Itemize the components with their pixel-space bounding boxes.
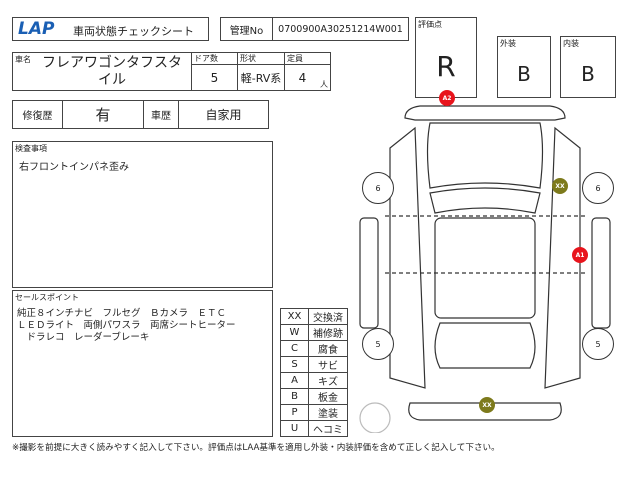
vehicle-box: 車名 フレアワゴンタフスタイル ドア数 5 形状 軽-RV系 定員 4 人 <box>12 52 331 91</box>
usage-value: 自家用 <box>205 108 242 122</box>
mgmt-label: 管理No <box>221 18 273 40</box>
tire-circle: 5 <box>582 328 614 360</box>
sales-box: セールスポイント 純正８インチナビ フルセグ Ｂカメラ ＥＴＣ ＬＥＤライト 両… <box>12 290 273 437</box>
history-box: 修復歴 有 車歴 自家用 <box>12 100 269 129</box>
capacity-label: 定員 <box>285 53 330 65</box>
repair-value: 有 <box>63 101 144 128</box>
legend-meaning: ヘコミ <box>308 420 348 437</box>
tire-circle: 5 <box>362 328 394 360</box>
hood <box>426 122 544 189</box>
sales-text: 純正８インチナビ フルセグ Ｂカメラ ＥＴＣ ＬＥＤライト 両側パワスラ 両席シ… <box>17 308 236 343</box>
capacity-cell: 定員 4 人 <box>285 53 330 90</box>
legend-meaning: サビ <box>308 356 348 373</box>
mgmt-box: 管理No 0700900A30251214W001 <box>220 17 409 41</box>
score-value: R <box>436 50 456 83</box>
legend-code: S <box>280 356 309 373</box>
footer-note: ※撮影を前提に大きく読みやすく記入して下さい。評価点はLAA基準を適用し外装・内… <box>12 443 500 453</box>
shape-value: 軽-RV系 <box>240 72 282 85</box>
capacity-value: 4 <box>298 71 307 85</box>
exterior-value: B <box>517 62 531 86</box>
body-right <box>544 126 581 389</box>
body-left <box>389 126 426 389</box>
interior-box: 内装 B <box>560 36 616 98</box>
interior-label: 内装 <box>563 39 579 48</box>
doors-label: ドア数 <box>192 53 237 65</box>
windshield <box>429 187 541 214</box>
legend-code: U <box>280 420 309 437</box>
sheet-title: 車両状態チェックシート <box>73 25 194 38</box>
damage-marker: XX <box>479 397 495 413</box>
damage-marker: A2 <box>439 90 455 106</box>
doors-cell: ドア数 5 <box>192 53 238 90</box>
legend-meaning: 交換済 <box>308 308 348 325</box>
exterior-label: 外装 <box>500 39 516 48</box>
legend-code: XX <box>280 308 309 325</box>
doors-value: 5 <box>210 71 219 85</box>
tire-circle: 6 <box>362 172 394 204</box>
legend-code: B <box>280 388 309 405</box>
legend-code: W <box>280 324 309 341</box>
vehicle-name: フレアワゴンタフスタイル <box>42 55 182 88</box>
capacity-unit: 人 <box>320 80 328 89</box>
legend-meaning: 補修跡 <box>308 324 348 341</box>
exterior-box: 外装 B <box>497 36 551 98</box>
inspection-text: 右フロントインパネ歪み <box>19 162 129 173</box>
legend-meaning: キズ <box>308 372 348 389</box>
mgmt-no: 0700900A30251214W001 <box>278 23 403 35</box>
interior-value: B <box>581 62 595 86</box>
legend-code: C <box>280 340 309 357</box>
inspection-label: 検査事項 <box>15 144 47 153</box>
legend-meaning: 腐食 <box>308 340 348 357</box>
damage-marker: XX <box>552 178 568 194</box>
title-box: LAP 車両状態チェックシート <box>12 17 209 41</box>
name-cell: 車名 フレアワゴンタフスタイル <box>13 53 192 90</box>
score-box: 評価点 R <box>415 17 477 98</box>
front-bumper <box>404 105 566 121</box>
name-label: 車名 <box>15 55 31 64</box>
repair-label: 修復歴 <box>13 101 63 128</box>
shape-cell: 形状 軽-RV系 <box>238 53 285 90</box>
legend-code: P <box>280 404 309 421</box>
legend-meaning: 板金 <box>308 388 348 405</box>
legend-code: A <box>280 372 309 389</box>
rear-bumper <box>408 402 562 421</box>
tire-circle: 6 <box>582 172 614 204</box>
sales-label: セールスポイント <box>15 293 79 302</box>
usage-label: 車歴 <box>144 101 179 128</box>
damage-marker: A1 <box>572 247 588 263</box>
inspection-box: 検査事項 右フロントインパネ歪み <box>12 141 273 288</box>
legend-meaning: 塗装 <box>308 404 348 421</box>
roof <box>434 217 536 319</box>
score-label: 評価点 <box>418 20 442 29</box>
logo: LAP <box>18 19 55 39</box>
shape-label: 形状 <box>238 53 284 65</box>
rear-glass <box>434 322 536 369</box>
